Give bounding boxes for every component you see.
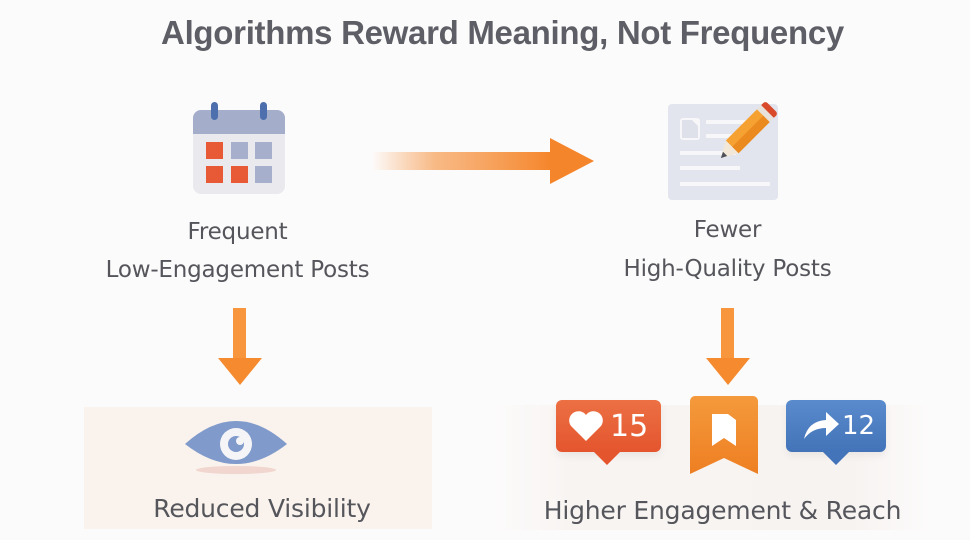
- down-arrow-icon: [218, 308, 262, 385]
- higher-engagement-label: Higher Engagement & Reach: [543, 496, 902, 525]
- right-label-line1: Fewer: [693, 217, 762, 243]
- shares-badge: 12: [786, 400, 886, 465]
- down-arrow-icon: [706, 308, 750, 385]
- document-pencil-icon: [668, 102, 778, 200]
- left-label-line1: Frequent: [187, 219, 288, 245]
- share-arrow-icon: [804, 412, 839, 439]
- shares-count: 12: [842, 411, 876, 441]
- right-arrow-icon: [372, 138, 594, 184]
- bookmark-badge: [690, 396, 758, 474]
- page-title: Algorithms Reward Meaning, Not Frequency: [161, 14, 844, 51]
- right-label-line2: High-Quality Posts: [623, 256, 832, 282]
- eye-icon: [185, 421, 287, 474]
- likes-count: 15: [610, 408, 649, 444]
- reduced-visibility-label: Reduced Visibility: [153, 494, 371, 523]
- calendar-icon: [193, 102, 285, 194]
- left-label-line2: Low-Engagement Posts: [105, 257, 370, 283]
- likes-badge: 15: [556, 400, 661, 465]
- heart-icon: [569, 411, 603, 441]
- bookmark-icon: [690, 396, 758, 474]
